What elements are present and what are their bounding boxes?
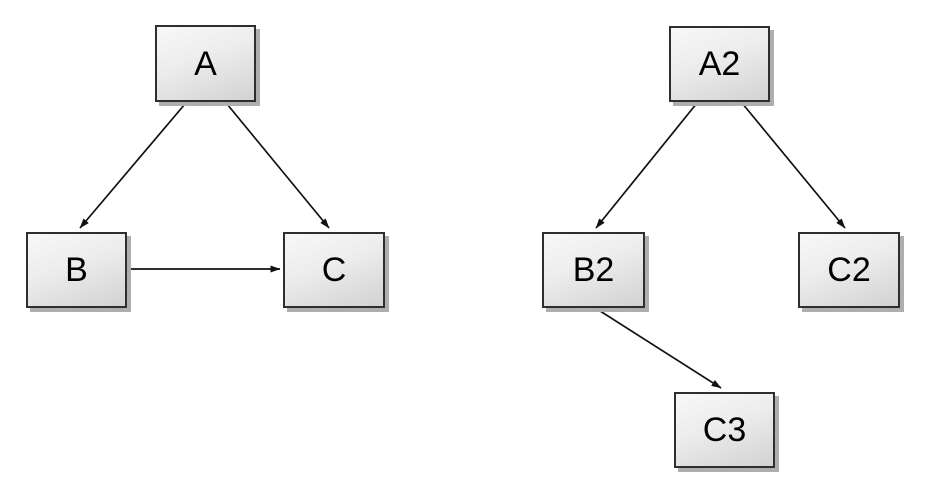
node-b2[interactable]: B2: [542, 232, 645, 308]
node-b[interactable]: B: [26, 232, 127, 308]
edge-a2-to-b2: [595, 102, 698, 229]
node-c-label: C: [321, 251, 347, 289]
node-b2-label: B2: [572, 251, 615, 289]
edge-a2-to-c2: [741, 102, 846, 229]
node-b-label: B: [65, 251, 88, 289]
edge-a-to-c: [226, 103, 330, 229]
node-a-label: A: [194, 44, 217, 83]
node-c3-label: C3: [702, 411, 747, 449]
node-c2-label: C2: [827, 251, 871, 289]
node-c[interactable]: C: [283, 232, 385, 308]
node-c2[interactable]: C2: [798, 232, 900, 308]
node-a2-label: A2: [698, 45, 741, 83]
node-c3[interactable]: C3: [674, 392, 775, 468]
edge-a-to-b: [79, 103, 186, 229]
node-a2[interactable]: A2: [669, 26, 770, 102]
node-a[interactable]: A: [155, 25, 256, 102]
edge-b2-to-c3: [596, 308, 722, 389]
